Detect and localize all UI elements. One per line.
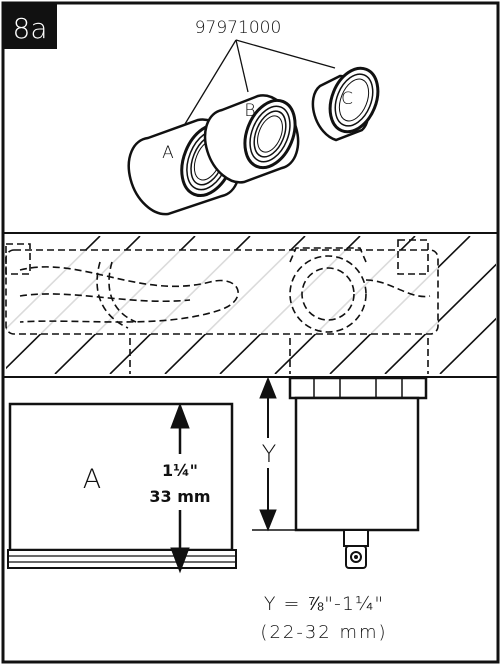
formula-imperial: Y = ⅞"-1¼" [264, 593, 384, 615]
valve-cartridge [288, 376, 428, 569]
part-letter-a: A [162, 143, 174, 163]
part-letter-b: B [244, 101, 255, 121]
dimension-a-imperial: 1¼" [162, 461, 198, 480]
step-label: 8a [13, 12, 48, 45]
part-letter-c: C [341, 89, 353, 109]
block-label-a: A [83, 464, 101, 495]
formula-metric: (22-32 mm) [260, 622, 387, 643]
dimension-a-label-bg [132, 454, 222, 510]
dimension-y-label: Y [262, 440, 277, 468]
part-leader-lines [184, 39, 336, 125]
dimension-y-label-bg [258, 438, 280, 468]
concealed-valve-outline [5, 239, 439, 374]
dimension-a-metric: 33 mm [149, 487, 210, 506]
fitting-b [203, 94, 300, 184]
part-number: 97971000 [195, 18, 282, 38]
fitting-c [311, 66, 380, 142]
step-badge: 8a [3, 3, 57, 49]
